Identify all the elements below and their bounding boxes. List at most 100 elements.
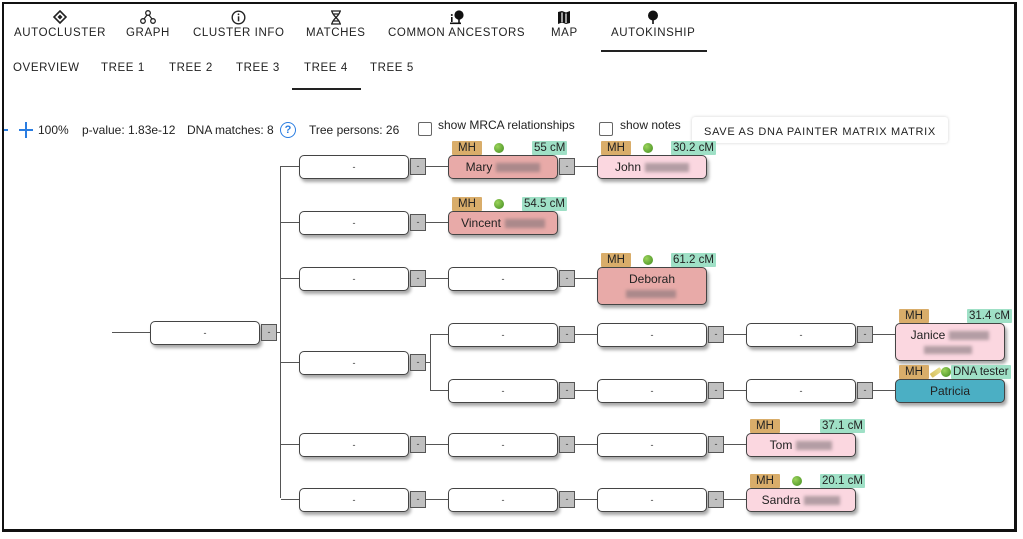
collapse-toggle[interactable]: - [559, 158, 575, 175]
show-notes-checkbox[interactable] [599, 122, 613, 136]
collapse-toggle[interactable]: - [857, 382, 873, 399]
connector [277, 332, 281, 334]
connector [426, 362, 430, 364]
help-icon[interactable]: ? [280, 122, 296, 138]
app-frame: AUTOCLUSTER GRAPH CLUSTER INFO MATCHES C… [2, 2, 1017, 532]
collapse-toggle[interactable]: - [708, 491, 724, 508]
unknown-person-node[interactable]: - [299, 155, 409, 179]
unknown-person-node[interactable]: - [448, 433, 558, 457]
unknown-person-node[interactable]: - [746, 323, 856, 347]
collapse-toggle[interactable]: - [410, 354, 426, 371]
top-nav: AUTOCLUSTER GRAPH CLUSTER INFO MATCHES C… [4, 4, 1014, 52]
collapse-toggle[interactable]: - [708, 382, 724, 399]
tab-tree-2[interactable]: TREE 2 [169, 62, 213, 74]
mh-badge: MH [750, 419, 780, 433]
tree-icon [494, 199, 504, 209]
connector [873, 390, 895, 392]
person-card-mary[interactable]: Mary [448, 155, 558, 179]
nav-autokinship[interactable]: AUTOKINSHIP [600, 10, 708, 52]
collapse-toggle[interactable]: - [410, 491, 426, 508]
collapse-toggle[interactable]: - [559, 382, 575, 399]
mh-badge: MH [899, 365, 929, 379]
nav-label: GRAPH [126, 27, 170, 39]
collapse-toggle[interactable]: - [559, 436, 575, 453]
unknown-person-node[interactable]: - [597, 379, 707, 403]
person-card-patricia[interactable]: Patricia [895, 379, 1005, 403]
collapse-toggle[interactable]: - [559, 326, 575, 343]
collapse-toggle[interactable]: - [708, 436, 724, 453]
save-dna-painter-button[interactable]: SAVE AS DNA PAINTER MATRIX MATRIX [692, 117, 948, 143]
cm-badge: 61.2 cM [671, 253, 716, 267]
family-tree: - - - - - - - - - - - - - - Mary [4, 4, 1014, 529]
unknown-person-node[interactable]: - [448, 379, 558, 403]
nav-graph[interactable]: GRAPH [126, 10, 170, 39]
nav-common-ancestors[interactable]: COMMON ANCESTORS [388, 10, 525, 39]
unknown-person-node[interactable]: - [597, 323, 707, 347]
nav-label: CLUSTER INFO [193, 27, 285, 39]
unknown-person-node[interactable]: - [448, 267, 558, 291]
person-card-vincent[interactable]: Vincent [448, 211, 558, 235]
zoom-in-button[interactable] [18, 119, 34, 141]
collapse-toggle[interactable]: - [410, 158, 426, 175]
unknown-person-node[interactable]: - [299, 211, 409, 235]
tree-icon [645, 10, 661, 25]
collapse-toggle[interactable]: - [857, 326, 873, 343]
show-notes-label: show notes [620, 118, 681, 132]
person-card-tom[interactable]: Tom [746, 433, 856, 457]
tree-tabs: OVERVIEW TREE 1 TREE 2 TREE 3 TREE 4 TRE… [4, 52, 1014, 90]
nav-label: MAP [551, 27, 578, 39]
unknown-person-node[interactable]: - [299, 351, 409, 375]
person-card-sandra[interactable]: Sandra [746, 488, 856, 512]
nav-cluster-info[interactable]: CLUSTER INFO [193, 10, 285, 39]
collapse-toggle[interactable]: - [708, 326, 724, 343]
collapse-toggle[interactable]: - [410, 436, 426, 453]
tab-tree-4[interactable]: TREE 4 [292, 62, 361, 90]
nav-map[interactable]: MAP [551, 10, 578, 39]
unknown-person-node[interactable]: - [746, 379, 856, 403]
connector [873, 334, 895, 336]
unknown-person-node[interactable]: - [150, 321, 260, 345]
connector [426, 499, 448, 501]
connector [281, 444, 299, 446]
connector [281, 222, 299, 224]
unknown-person-node[interactable]: - [299, 433, 409, 457]
collapse-toggle[interactable]: - [559, 270, 575, 287]
collapse-toggle[interactable]: - [410, 270, 426, 287]
zoom-out-button[interactable] [4, 129, 8, 131]
tab-overview[interactable]: OVERVIEW [13, 62, 80, 74]
mh-badge: MH [601, 141, 631, 155]
connector [426, 222, 448, 224]
tab-tree-5[interactable]: TREE 5 [370, 62, 414, 74]
mh-badge: MH [750, 474, 780, 488]
connector [724, 444, 746, 446]
nav-matches[interactable]: MATCHES [306, 10, 366, 39]
p-value: p-value: 1.83e-12 [82, 123, 176, 137]
tab-tree-3[interactable]: TREE 3 [236, 62, 280, 74]
connector [575, 278, 597, 280]
collapse-toggle[interactable]: - [261, 324, 277, 341]
dna-tester-badge: DNA tester [951, 365, 1011, 379]
map-icon [556, 10, 572, 25]
connector [575, 166, 597, 168]
connector [575, 334, 597, 336]
unknown-person-node[interactable]: - [448, 323, 558, 347]
unknown-person-node[interactable]: - [299, 267, 409, 291]
graph-icon [140, 10, 156, 25]
unknown-person-node[interactable]: - [597, 433, 707, 457]
dna-matches-count: DNA matches: 8 [187, 123, 274, 137]
tab-tree-1[interactable]: TREE 1 [101, 62, 145, 74]
collapse-toggle[interactable]: - [559, 491, 575, 508]
person-card-john[interactable]: John [597, 155, 707, 179]
collapse-toggle[interactable]: - [410, 214, 426, 231]
person-card-deborah[interactable]: Deborah [597, 267, 707, 305]
unknown-person-node[interactable]: - [448, 488, 558, 512]
show-mrca-label: show MRCA relationships [438, 118, 575, 132]
person-card-janice[interactable]: Janice [895, 323, 1005, 361]
unknown-person-node[interactable]: - [597, 488, 707, 512]
nav-autocluster[interactable]: AUTOCLUSTER [14, 10, 106, 39]
cm-badge: 55 cM [532, 141, 568, 155]
connector [575, 499, 597, 501]
show-mrca-checkbox[interactable] [418, 122, 432, 136]
unknown-person-node[interactable]: - [299, 488, 409, 512]
connector [430, 334, 448, 336]
